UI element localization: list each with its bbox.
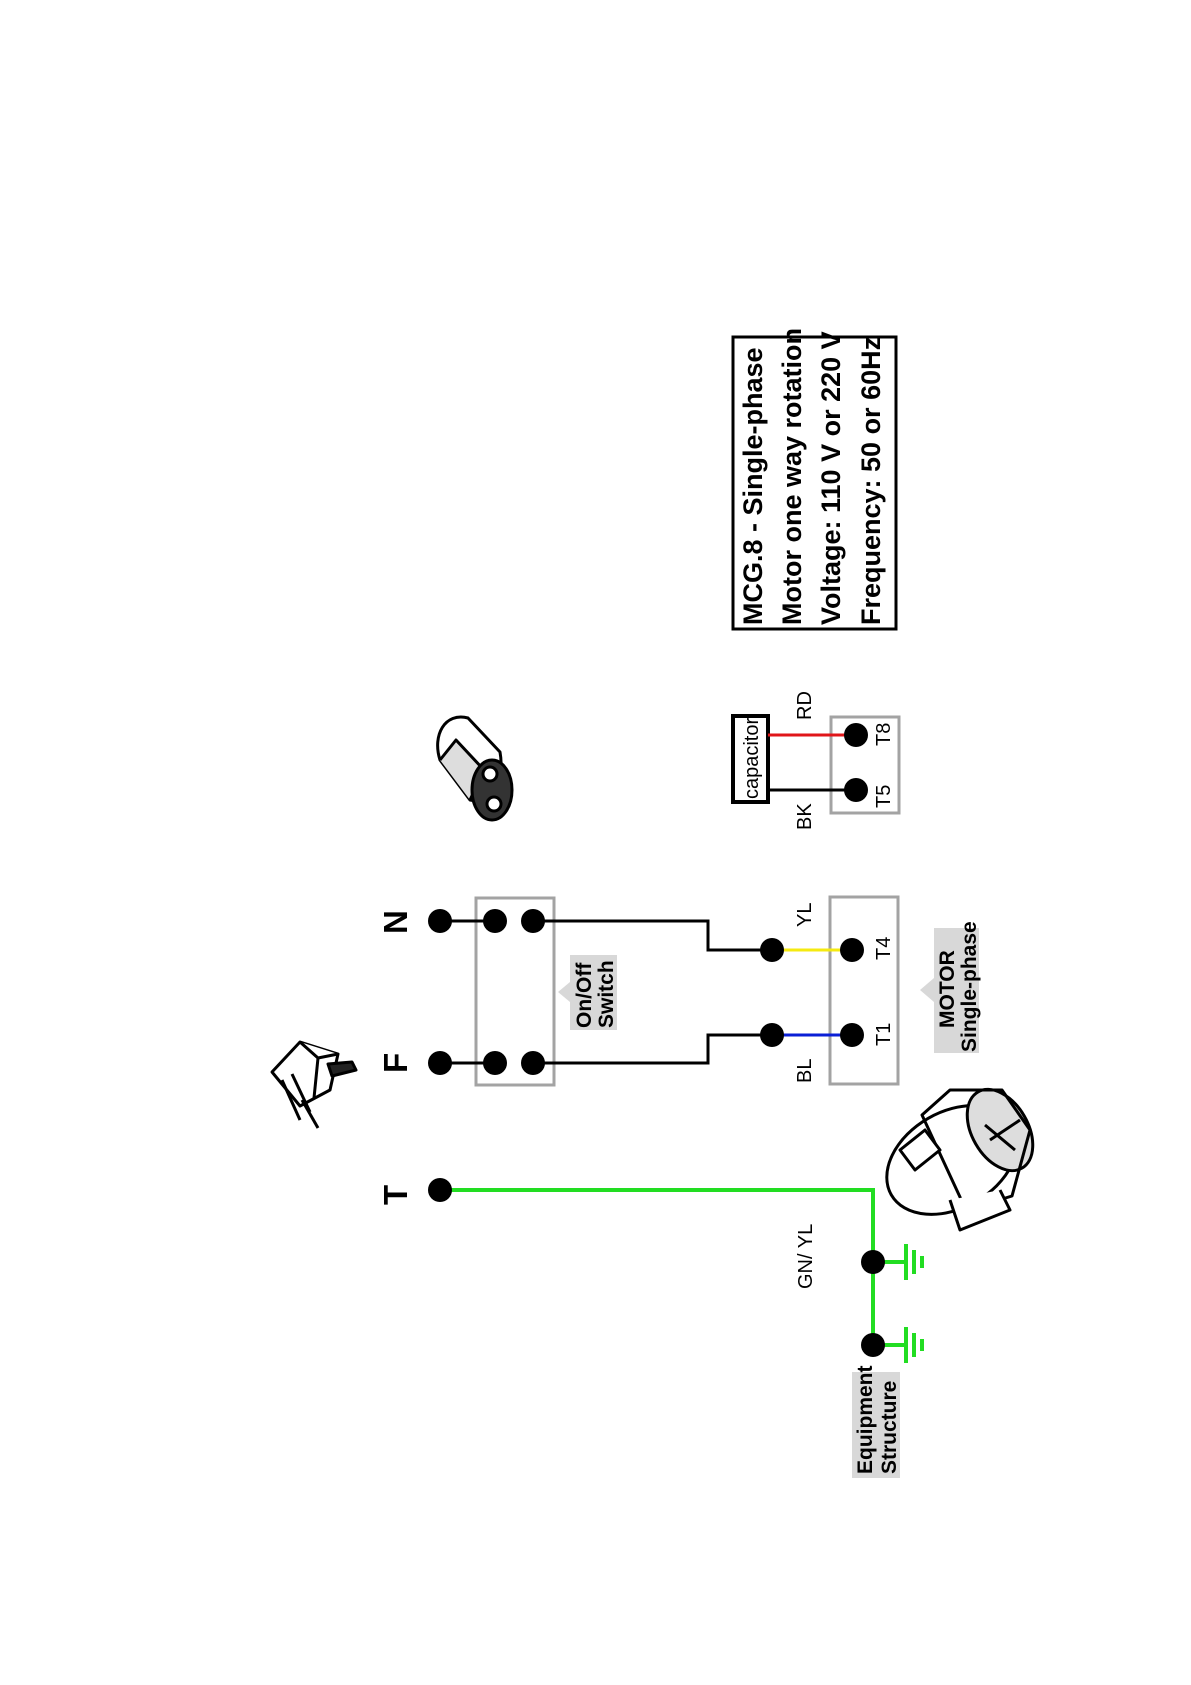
motor-tag: MOTOR Single-phase bbox=[920, 921, 981, 1053]
wire-label-black: BK bbox=[794, 803, 816, 830]
motor-label-line-2: Single-phase bbox=[958, 921, 981, 1052]
dot-yellow-left bbox=[760, 938, 784, 962]
dot-switch-n-out bbox=[521, 909, 545, 933]
dot-blue-left bbox=[760, 1023, 784, 1047]
switch-label-line-1: On/Off bbox=[573, 962, 596, 1028]
motor-terminal-t1: T1 bbox=[873, 1023, 895, 1046]
dot-earth-2 bbox=[861, 1333, 885, 1357]
motor-label-line-1: MOTOR bbox=[936, 950, 959, 1028]
info-line-3: Voltage: 110 V or 220 V bbox=[816, 331, 846, 625]
wire-label-red: RD bbox=[794, 691, 816, 720]
motor-icon bbox=[867, 1078, 1046, 1237]
equipment-label-line-1: Equipment bbox=[854, 1365, 877, 1474]
dot-earth-1 bbox=[861, 1250, 885, 1274]
dot-supply-t bbox=[428, 1178, 452, 1202]
switch-tag: On/Off Switch bbox=[558, 955, 618, 1030]
terminal-label-t: T bbox=[377, 1185, 414, 1205]
socket-icon bbox=[438, 717, 512, 820]
info-line-1: MCG.8 - Single-phase bbox=[738, 347, 768, 625]
dot-t8 bbox=[844, 723, 868, 747]
dot-switch-n-in bbox=[483, 909, 507, 933]
dot-switch-f-in bbox=[483, 1051, 507, 1075]
dot-supply-f bbox=[428, 1051, 452, 1075]
capacitor-label: capacitor bbox=[741, 718, 763, 799]
equipment-tag: Equipment Structure bbox=[852, 1365, 901, 1478]
motor-terminal-t8: T8 bbox=[873, 723, 895, 746]
motor-terminal-box bbox=[830, 897, 898, 1084]
info-line-4: Frequency: 50 or 60Hz bbox=[856, 337, 886, 625]
dot-t4 bbox=[840, 938, 864, 962]
switch-label-line-2: Switch bbox=[595, 960, 618, 1028]
dot-t1 bbox=[840, 1023, 864, 1047]
ground-icon bbox=[906, 1244, 922, 1280]
equipment-label-line-2: Structure bbox=[878, 1381, 901, 1474]
terminal-label-f: F bbox=[377, 1053, 414, 1073]
wire-label-yellow: YL bbox=[794, 903, 816, 927]
ground-icon bbox=[906, 1327, 922, 1363]
terminal-label-n: N bbox=[377, 910, 414, 934]
earth-wire bbox=[440, 1190, 904, 1345]
motor-terminal-t5: T5 bbox=[873, 785, 895, 808]
wire-label-blue: BL bbox=[794, 1059, 816, 1083]
dot-switch-f-out bbox=[521, 1051, 545, 1075]
info-box: MCG.8 - Single-phase Motor one way rotat… bbox=[733, 328, 896, 629]
wire-label-earth: GN/ YL bbox=[795, 1224, 817, 1289]
motor-terminal-t4: T4 bbox=[873, 937, 895, 960]
dot-t5 bbox=[844, 778, 868, 802]
info-line-2: Motor one way rotation bbox=[777, 328, 807, 625]
dot-supply-n bbox=[428, 909, 452, 933]
plug-icon bbox=[272, 1042, 356, 1128]
